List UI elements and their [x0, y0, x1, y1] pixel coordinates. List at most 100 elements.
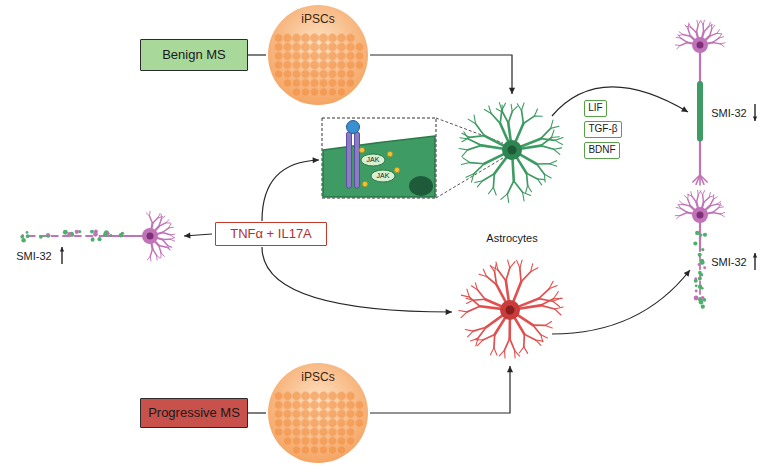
stem-cell: [274, 34, 282, 42]
dendrite: [720, 43, 725, 44]
astrocyte-process: [462, 150, 468, 156]
astrocyte-process: [489, 106, 491, 114]
cell-label: Astrocytes: [486, 232, 537, 244]
dendrite: [701, 21, 703, 25]
dendrite: [709, 196, 713, 197]
astrocyte-process: [467, 306, 480, 312]
dendrite: [680, 201, 683, 204]
myelin-debris: [695, 284, 698, 287]
stem-cell: [292, 70, 300, 78]
stem-cell: [292, 419, 300, 427]
astrocyte-process: [484, 153, 506, 164]
decrease-arrow: [753, 104, 757, 121]
myelin-debris: [26, 234, 30, 238]
stem-cell: [301, 70, 309, 78]
stem-cell: [283, 34, 291, 42]
dendrite: [710, 33, 717, 36]
astrocyte-process: [483, 269, 486, 276]
dendrite: [698, 21, 700, 25]
astrocyte-process: [550, 164, 557, 166]
dendrite: [688, 199, 691, 206]
healthy-neuron: [675, 20, 725, 185]
stem-cell: [319, 410, 327, 418]
astrocyte-process: [508, 123, 511, 143]
astrocyte-process: [497, 285, 507, 304]
dendrite: [149, 216, 152, 223]
astrocyte-process: [461, 163, 469, 165]
neuron-soma: [692, 207, 708, 223]
stem-cell: [337, 70, 345, 78]
astrocyte-process: [541, 146, 554, 150]
stem-cell: [283, 419, 291, 427]
dendrite: [675, 215, 680, 216]
astrocyte-process: [495, 272, 497, 285]
stem-cell: [337, 88, 345, 96]
stem-cell: [319, 34, 327, 42]
stem-cell: [274, 401, 282, 409]
stem-cell: [274, 43, 282, 51]
benign-astrocyte: [459, 103, 563, 203]
astrocyte-process: [512, 106, 517, 111]
stem-cell: [283, 43, 291, 51]
astrocyte-nucleus: [508, 146, 517, 155]
myelin-debris: [698, 263, 701, 266]
stem-cell: [283, 401, 291, 409]
astrocyte-process: [499, 350, 504, 356]
receptor-inset: [322, 118, 503, 198]
astrocyte-process: [461, 312, 467, 318]
stem-cell: [283, 79, 291, 87]
stem-cell: [301, 88, 309, 96]
stem-cell: [346, 70, 354, 78]
stem-cell: [292, 52, 300, 60]
axon-fragment: [86, 235, 92, 237]
astrocyte-process: [523, 192, 531, 195]
astrocyte-process: [494, 348, 497, 355]
axon-fragment: [51, 235, 57, 237]
cluster-body: [268, 5, 368, 105]
astrocyte-process: [510, 338, 515, 350]
stem-cell: [337, 437, 345, 445]
astrocyte-process: [470, 136, 485, 138]
astrocyte-process: [508, 111, 512, 123]
myelin-debris: [700, 259, 704, 263]
neuron-nucleus: [697, 212, 704, 219]
myelin-debris: [695, 290, 698, 293]
dendrite: [704, 27, 709, 33]
dendrite: [689, 23, 691, 27]
box-label: TGF-β: [588, 123, 617, 135]
astrocyte-process: [501, 105, 503, 112]
neuron-soma: [142, 228, 158, 244]
stem-cell: [310, 392, 318, 400]
dendrite: [684, 195, 687, 198]
connector: [248, 55, 266, 56]
increase-arrow: [60, 247, 64, 264]
dendrite: [704, 197, 710, 202]
stem-cell: [319, 401, 327, 409]
stem-cell: [310, 428, 318, 436]
dendrite: [703, 20, 704, 25]
stem-cell: [328, 437, 336, 445]
myelin-debris: [699, 237, 702, 240]
neuron-nucleus: [147, 233, 154, 240]
dendrite: [158, 217, 163, 218]
ipsc-cluster: iPSCs: [266, 3, 370, 107]
dendrite: [713, 208, 719, 213]
stem-cell: [274, 428, 282, 436]
astrocyte-process: [493, 335, 495, 348]
astrocyte-process: [466, 300, 473, 303]
dendrite: [161, 253, 164, 256]
myelin-debris: [693, 241, 697, 245]
stem-cell: [328, 419, 336, 427]
support-arrow: [552, 87, 688, 116]
stem-cell: [301, 419, 309, 427]
astrocyte-process: [486, 314, 504, 327]
stem-cell: [328, 88, 336, 96]
stem-cell: [310, 79, 318, 87]
astrocyte-process: [466, 174, 474, 178]
myelin-debris: [67, 232, 71, 236]
phosphate: [362, 181, 367, 186]
dendrite: [709, 25, 713, 27]
stem-cell: [292, 43, 300, 51]
astrocyte-process: [522, 103, 525, 110]
dendrite: [169, 227, 174, 229]
